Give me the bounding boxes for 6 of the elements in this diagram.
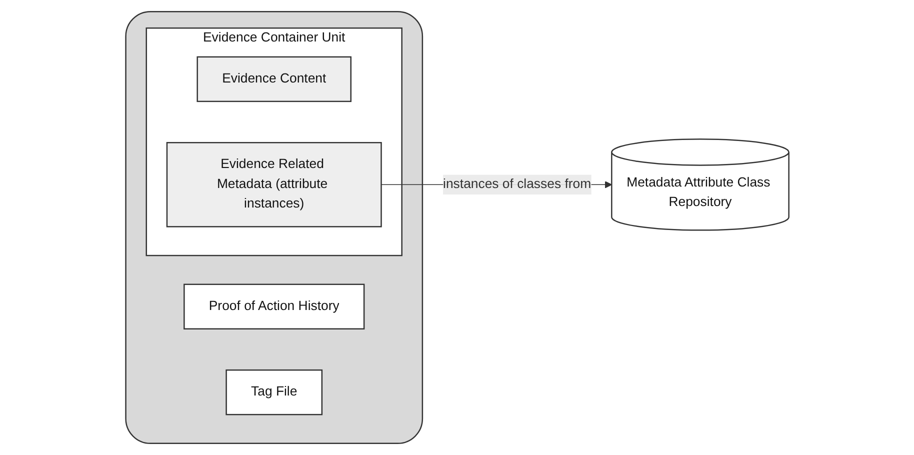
cluster	[124, 10, 423, 444]
edge-label: instances of classes from	[442, 177, 591, 192]
node-box: Evidence Content	[196, 56, 352, 102]
node-box: Evidence Related Metadata (attribute instances)	[166, 142, 382, 228]
node-box: Tag File	[225, 369, 322, 416]
node-box: Proof of Action History	[183, 284, 364, 330]
